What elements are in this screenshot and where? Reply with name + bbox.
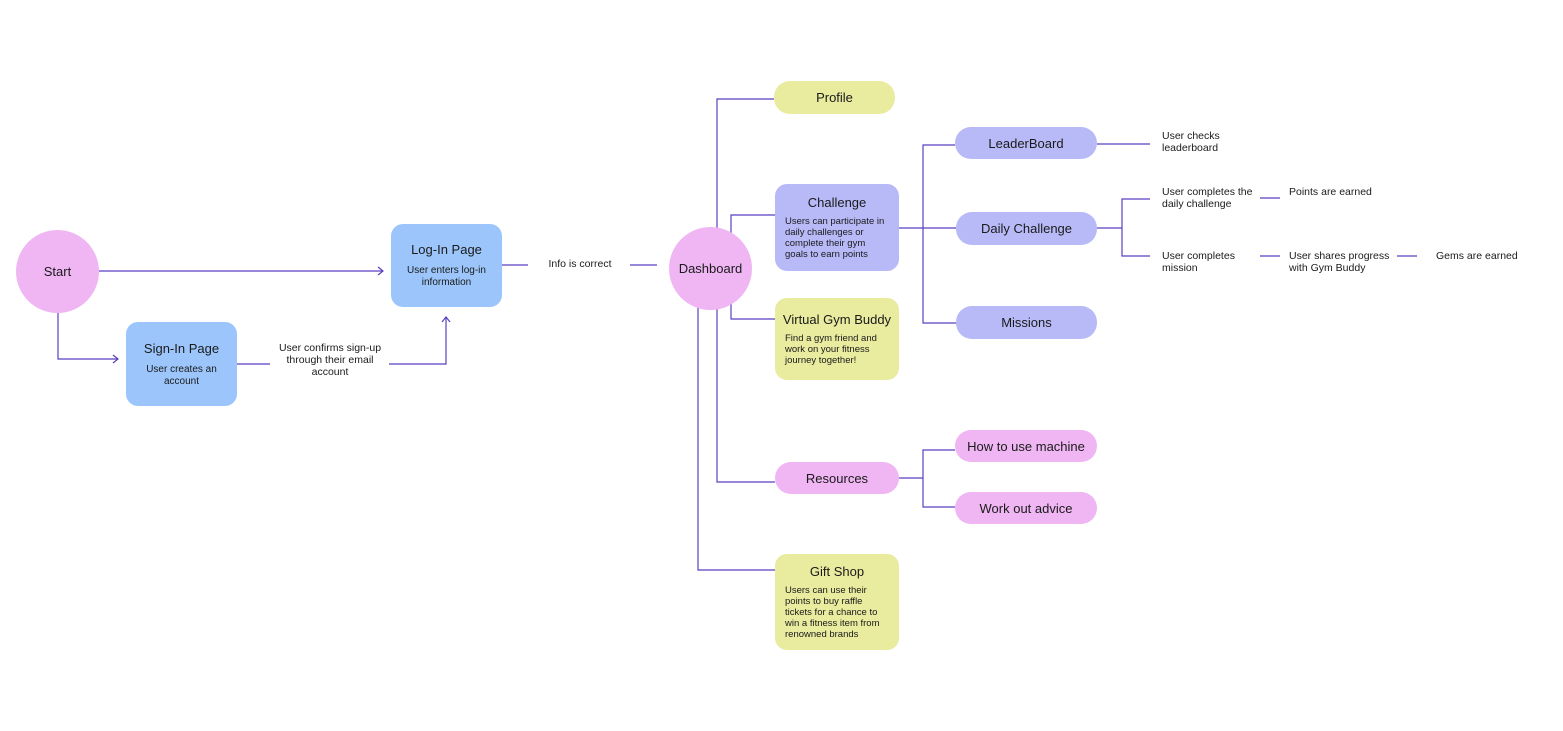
login-desc: User enters log-in information (407, 265, 486, 288)
dashboard-node: Dashboard (669, 227, 752, 310)
arrowhead (441, 316, 451, 323)
daily-challenge-node: Daily Challenge (956, 212, 1097, 245)
arrowhead (112, 354, 119, 364)
signin-desc: User creates an account (146, 363, 217, 387)
connector-dashboard-profile (716, 98, 774, 230)
workout-advice-node: Work out advice (955, 492, 1097, 524)
arrowhead (377, 266, 384, 276)
label-confirm-signup: User confirms sign-up through their emai… (278, 342, 382, 378)
dashboard-label: Dashboard (678, 261, 743, 276)
login-page-node: Log-In Page User enters log-in informati… (391, 224, 502, 307)
gym-buddy-title: Virtual Gym Buddy (782, 312, 892, 327)
connector-dashboard-giftshop (697, 307, 775, 571)
start-node: Start (16, 230, 99, 313)
label-shares-progress: User shares progress with Gym Buddy (1289, 250, 1390, 274)
connector-dashboard-challenge (730, 214, 775, 236)
connector-daily-completes (1121, 198, 1150, 257)
start-label: Start (43, 264, 72, 279)
workout-advice-label: Work out advice (979, 500, 1073, 516)
connector-dashboard-resources (716, 307, 775, 483)
signin-page-node: Sign-In Page User creates an account (126, 322, 237, 406)
profile-label: Profile (816, 90, 853, 105)
signin-title: Sign-In Page (143, 340, 220, 356)
how-to-use-machine-label: How to use machine (967, 438, 1085, 454)
gift-shop-desc: Users can use their points to buy raffle… (785, 585, 880, 640)
connector-confirm-login (389, 318, 447, 365)
gift-shop-node: Gift Shop Users can use their points to … (775, 554, 899, 650)
connector-challenge-leaderboard (922, 144, 955, 228)
leaderboard-label: LeaderBoard (988, 135, 1064, 151)
connector-challenge-missions (922, 228, 956, 324)
label-points-earned: Points are earned (1289, 186, 1372, 198)
gym-buddy-desc: Find a gym friend and work on your fitne… (785, 333, 877, 366)
daily-challenge-label: Daily Challenge (980, 221, 1073, 236)
challenge-node: Challenge Users can participate in daily… (775, 184, 899, 271)
leaderboard-node: LeaderBoard (955, 127, 1097, 159)
label-checks-leaderboard: User checks leaderboard (1162, 130, 1220, 154)
gym-buddy-node: Virtual Gym Buddy Find a gym friend and … (775, 298, 899, 380)
missions-node: Missions (956, 306, 1097, 339)
resources-node: Resources (775, 462, 899, 494)
label-completes-daily: User completes the daily challenge (1162, 186, 1253, 210)
label-info-correct: Info is correct (548, 258, 612, 270)
login-title: Log-In Page (411, 242, 482, 257)
challenge-title: Challenge (807, 195, 867, 210)
how-to-use-machine-node: How to use machine (955, 430, 1097, 462)
connector-start-signin (57, 312, 117, 360)
gift-shop-title: Gift Shop (809, 564, 865, 579)
profile-node: Profile (774, 81, 895, 114)
connector-resources-howto (922, 449, 955, 508)
label-gems-earned: Gems are earned (1436, 250, 1518, 262)
missions-label: Missions (1001, 315, 1052, 330)
resources-label: Resources (805, 470, 869, 486)
label-completes-mission: User completes mission (1162, 250, 1235, 274)
connector-dashboard-gymbuddy (730, 300, 775, 320)
challenge-desc: Users can participate in daily challenge… (785, 216, 885, 260)
